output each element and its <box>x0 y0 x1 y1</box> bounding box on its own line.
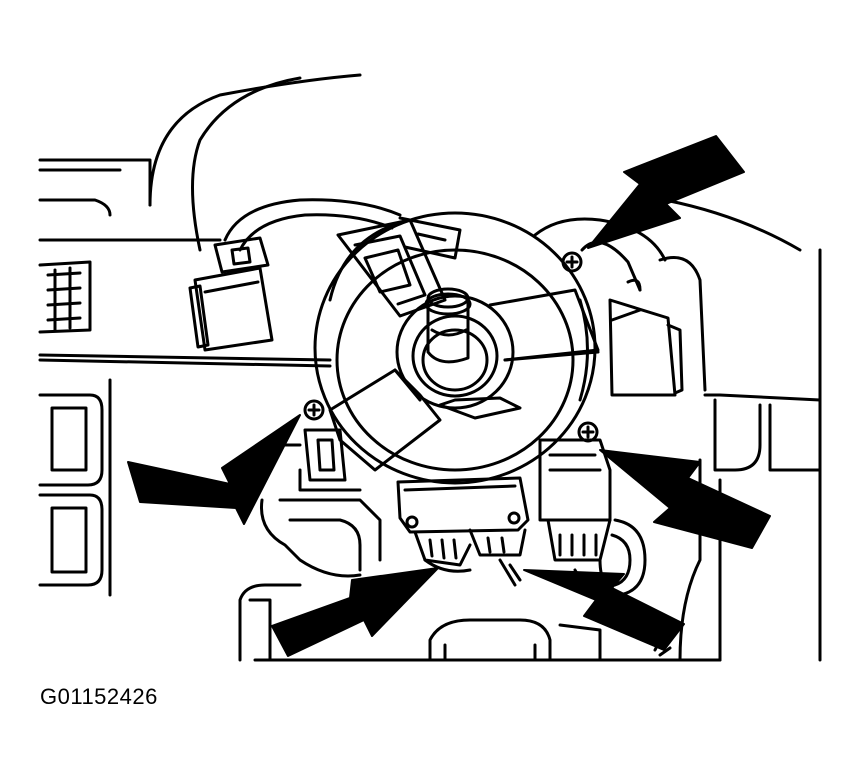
arrow-callout-icon <box>524 570 684 650</box>
arrow-callout-icon <box>600 450 770 548</box>
screw-left-icon <box>305 401 323 419</box>
arrow-callout-icon <box>128 415 300 524</box>
right-connector-plug <box>582 242 682 395</box>
clockspring-bottom-connector <box>398 478 528 585</box>
mounting-screws <box>305 253 597 441</box>
screw-upper-right-icon <box>563 253 581 271</box>
screw-right-icon <box>579 423 597 441</box>
left-harness-connector <box>190 200 400 350</box>
clockspring-arms <box>330 290 598 470</box>
arrow-callout-icon <box>588 136 744 248</box>
column-shroud <box>240 585 720 660</box>
right-panel-outline <box>535 200 820 660</box>
clockspring-top-connector <box>338 218 460 316</box>
figure-id-label: G01152426 <box>40 684 158 709</box>
arrow-callout-icon <box>272 568 438 656</box>
dashboard-outline <box>40 75 360 366</box>
left-vent-panel <box>40 380 110 595</box>
